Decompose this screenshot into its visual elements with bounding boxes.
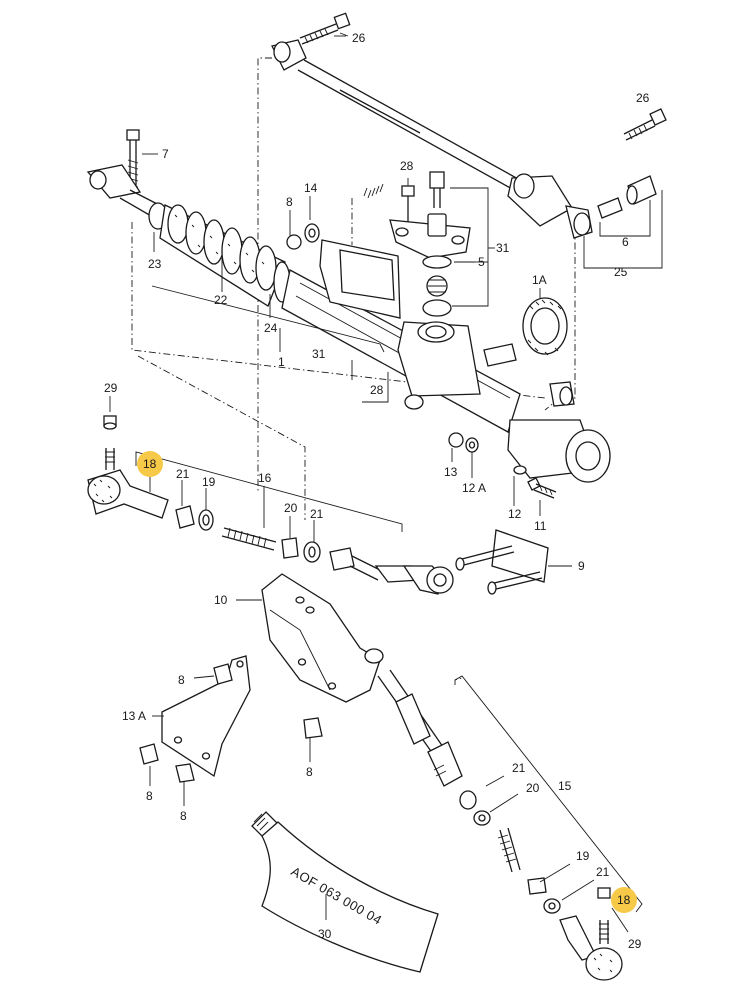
callout-26-right: 26 <box>636 91 650 105</box>
bellows-boot-22 <box>159 204 286 307</box>
callout-8-lower-left: 8 <box>146 789 153 803</box>
callout-12A: 12 A <box>462 481 486 495</box>
mounting-bracket-10 <box>261 573 384 703</box>
valve-cover-31 <box>389 171 471 317</box>
callout-18-right: 18 <box>617 893 631 907</box>
bearing-1A <box>522 297 568 356</box>
callout-21-lower: 21 <box>512 761 526 775</box>
leader-lines <box>109 32 663 933</box>
bushing-set-6 <box>597 175 657 219</box>
callout-8-bracket: 8 <box>178 673 185 687</box>
nuts-8 <box>139 663 323 783</box>
callout-15: 15 <box>558 779 572 793</box>
nuts-left-21-19 <box>175 505 214 531</box>
adjusting-stud <box>221 527 321 563</box>
track-rod-assembly <box>329 529 549 595</box>
tie-rod-upper <box>271 39 593 239</box>
callout-21-bottom: 21 <box>596 865 610 879</box>
callout-23: 23 <box>148 257 162 271</box>
spring-14-parts <box>286 183 384 250</box>
assembly-reference-lines <box>131 57 576 685</box>
bolt-26-top <box>299 12 351 45</box>
steering-rack-housing <box>86 164 611 483</box>
callout-31-top: 31 <box>496 241 510 255</box>
callout-20-lower: 20 <box>526 781 540 795</box>
callout-9: 9 <box>578 559 585 573</box>
callout-21-left: 21 <box>176 467 190 481</box>
callout-31-mid: 31 <box>312 347 326 361</box>
callout-6: 6 <box>622 235 629 249</box>
grease-tube-30: AOF 063 000 04 <box>251 811 439 973</box>
callout-22: 22 <box>214 293 228 307</box>
callout-8-lower-mid: 8 <box>180 809 187 823</box>
callout-19-left: 19 <box>202 475 216 489</box>
callout-19-lower: 19 <box>576 849 590 863</box>
highlight-18-right <box>611 887 637 913</box>
callout-21-mid: 21 <box>310 507 324 521</box>
callout-13A: 13 A <box>122 709 146 723</box>
callout-24: 24 <box>264 321 278 335</box>
callout-30: 30 <box>318 927 332 941</box>
callout-16: 16 <box>258 471 272 485</box>
mount-fasteners <box>448 432 557 499</box>
tie-rod-lower <box>377 669 463 787</box>
callout-25: 25 <box>614 265 628 279</box>
bolt-26-right <box>623 108 667 141</box>
callout-11: 11 <box>534 519 547 533</box>
highlight-18-left <box>137 451 163 477</box>
tie-rod-end-right <box>559 887 623 981</box>
callout-13: 13 <box>444 465 458 479</box>
callout-26-top: 26 <box>352 31 366 45</box>
callout-10: 10 <box>214 593 228 607</box>
callout-8-top: 8 <box>286 195 293 209</box>
callout-28-mid: 28 <box>370 383 384 397</box>
callout-20-left: 20 <box>284 501 298 515</box>
mounting-bracket-13A <box>161 655 251 778</box>
callout-29-left: 29 <box>104 381 118 395</box>
callout-12: 12 <box>508 507 522 521</box>
tie-rod-end-left <box>87 415 169 519</box>
lower-fasteners <box>459 790 561 914</box>
callout-28-top: 28 <box>400 159 414 173</box>
callout-18-left: 18 <box>143 457 157 471</box>
callout-1: 1 <box>278 355 285 369</box>
callout-labels: 26 26 7 28 14 8 31 5 1A 6 25 23 22 24 1 … <box>104 31 650 951</box>
callout-5: 5 <box>478 255 485 269</box>
callout-14: 14 <box>304 181 318 195</box>
callout-1A: 1A <box>532 273 547 287</box>
callout-7: 7 <box>162 147 169 161</box>
callout-29-right: 29 <box>628 937 642 951</box>
callout-8-center: 8 <box>306 765 313 779</box>
